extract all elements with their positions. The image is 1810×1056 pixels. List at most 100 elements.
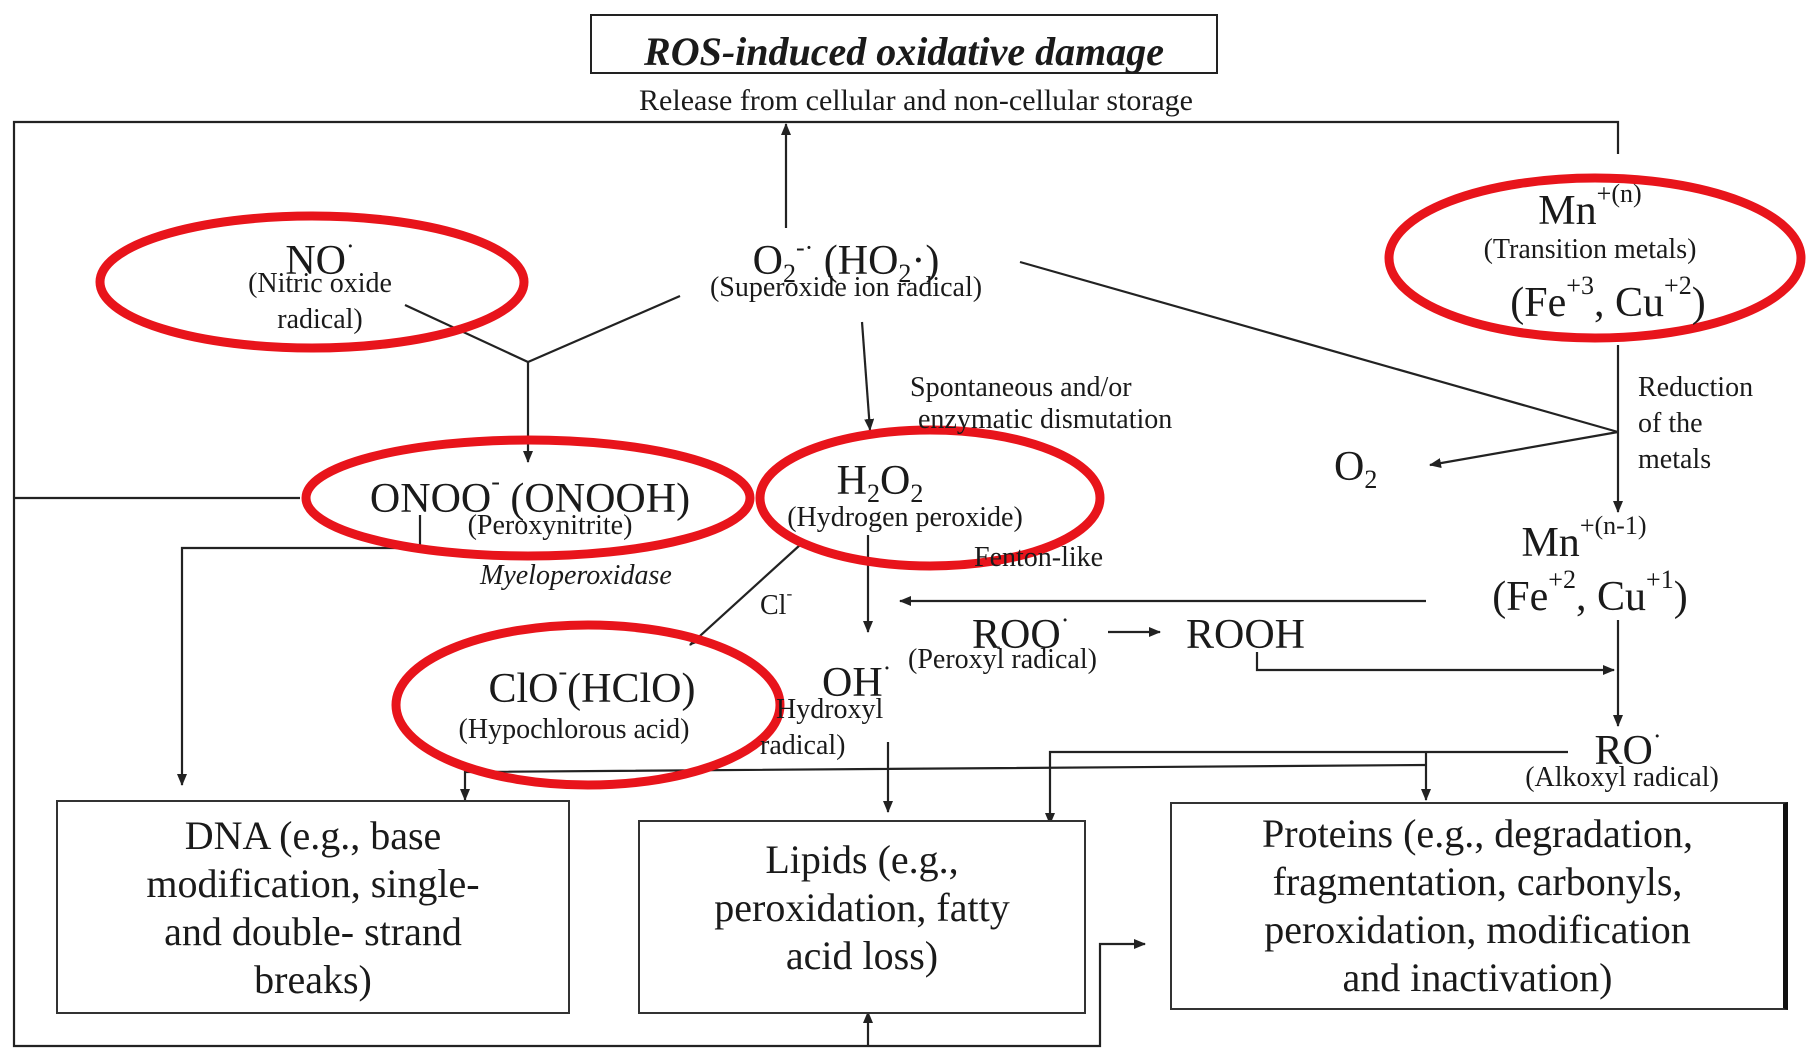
rooh-formula: ROOH <box>1186 612 1306 658</box>
h2o2-name: (Hydrogen peroxide) <box>787 502 1023 533</box>
mn-n-close: ) <box>1691 280 1706 326</box>
loop-left-line <box>12 498 1146 1048</box>
mn-n1-close: ) <box>1673 574 1688 620</box>
reduction-line1: Reduction <box>1638 372 1754 403</box>
hydroxyl-name-line1: Hydroxyl <box>776 694 884 725</box>
chloride-text: Cl <box>760 590 787 621</box>
mn-n1-sup: +(n-1) <box>1579 510 1647 540</box>
hydroxyl-formula: OH· <box>822 655 891 706</box>
peroxyl-text: ROO <box>972 612 1061 658</box>
chloride-sup: - <box>786 584 793 604</box>
h2o2-formula: H2O2 <box>836 458 924 507</box>
mn-n-cu: , Cu <box>1593 280 1665 326</box>
alkoxyl-formula: RO· <box>1594 723 1661 774</box>
o2-o: O <box>1334 444 1365 490</box>
diagram-title: ROS-induced oxidative damage <box>644 29 1164 74</box>
dismutation-line1: Spontaneous and/or <box>910 372 1132 403</box>
peroxynitrite-text: ONOO <box>369 476 492 522</box>
release-label: Release from cellular and non-cellular s… <box>639 84 1193 117</box>
mn-n1-cu: , Cu <box>1575 574 1647 620</box>
h2o2-o: O <box>880 458 911 504</box>
mn-n1-fe-charge: +2 <box>1548 564 1576 594</box>
h2o2-sub1: 2 <box>867 479 880 508</box>
hypochlorous-name: (Hypochlorous acid) <box>458 714 690 745</box>
hydroxyl-name-line2: radical) <box>760 730 846 761</box>
fenton-label: Fenton-like <box>974 542 1104 573</box>
peroxyl-sup: · <box>1060 605 1070 635</box>
highlight-h2o2 <box>755 425 1105 571</box>
dna-line: DNA (e.g., base <box>184 813 442 858</box>
mn-n-text: Mn <box>1538 188 1597 234</box>
no-name-line2: radical) <box>277 304 363 335</box>
proteins-line: Proteins (e.g., degradation, <box>1262 811 1693 856</box>
dismutation-line2: enzymatic dismutation <box>918 404 1173 435</box>
onoo-to-dna-line <box>177 515 422 786</box>
mn-n-fe: (Fe <box>1510 280 1567 326</box>
peroxynitrite-formula: ONOO- (ONOOH) <box>369 468 690 522</box>
dna-line: modification, single- <box>146 861 480 906</box>
lipids-line: peroxidation, fatty <box>714 885 1010 930</box>
dna-text: DNA (e.g., base modification, single- an… <box>58 812 568 1004</box>
proteins-text: Proteins (e.g., degradation, fragmentati… <box>1172 810 1783 1002</box>
lipids-line: Lipids (e.g., <box>765 837 959 882</box>
hydroxyl-text: OH <box>822 660 883 706</box>
mn-n1-cu-charge: +1 <box>1646 564 1674 594</box>
superoxide-alt: (HO <box>823 238 899 284</box>
mn-n-formula: Mn+(n) <box>1538 180 1641 234</box>
hypochlorous-alt: (HClO) <box>567 666 696 712</box>
highlight-hypochlorous <box>391 620 785 790</box>
superoxide-alt-end: ·) <box>911 238 940 284</box>
reduction-line3: metals <box>1638 444 1712 475</box>
proteins-line: peroxidation, modification <box>1264 907 1691 952</box>
hypochlorous-text: ClO <box>488 666 559 712</box>
no-sup: · <box>346 231 355 261</box>
highlight-peroxynitrite <box>301 435 755 561</box>
title-box: ROS-induced oxidative damage <box>590 14 1218 74</box>
mn-n-name: (Transition metals) <box>1483 234 1697 265</box>
alkoxyl-text: RO <box>1594 728 1653 774</box>
superoxide-branch <box>527 294 681 364</box>
chloride-label: Cl- <box>760 585 792 621</box>
hypochlorous-formula: ClO-(HClO) <box>488 658 696 712</box>
mn-n1-fe: (Fe <box>1492 574 1549 620</box>
mn-n-fe-charge: +3 <box>1566 270 1594 300</box>
ro-to-dna-line <box>460 763 1427 801</box>
peroxynitrite-name: (Peroxynitrite) <box>467 510 633 541</box>
no-text: NO <box>285 238 346 284</box>
proteins-box: Proteins (e.g., degradation, fragmentati… <box>1170 802 1788 1010</box>
alkoxyl-name: (Alkoxyl radical) <box>1525 762 1719 793</box>
lipids-line: acid loss) <box>785 933 939 978</box>
peroxyl-name: (Peroxyl radical) <box>908 644 1097 675</box>
no-branch <box>404 304 529 363</box>
hypochlorous-sup: - <box>558 656 568 686</box>
reduction-line2: of the <box>1638 408 1703 439</box>
dismutation-arrow <box>860 321 875 431</box>
lipids-box: Lipids (e.g., peroxidation, fatty acid l… <box>638 820 1086 1014</box>
no-name-line1: (Nitric oxide <box>248 268 392 299</box>
mn-n-sup: +(n) <box>1596 178 1642 208</box>
mn-n1-ions: (Fe+2, Cu+1) <box>1492 566 1688 620</box>
metal-to-o2-arrow <box>1429 430 1619 469</box>
mn-n1-text: Mn <box>1521 520 1580 566</box>
h2o2-h: H <box>836 458 867 504</box>
superoxide-alt-sub: 2 <box>898 259 912 288</box>
lipids-text: Lipids (e.g., peroxidation, fatty acid l… <box>640 836 1084 980</box>
peroxyl-formula: ROO· <box>972 607 1069 658</box>
alkoxyl-sup: · <box>1652 721 1662 751</box>
superoxide-o: O <box>752 238 783 284</box>
superoxide-sub: 2 <box>782 259 796 288</box>
rooh-to-line-arrow <box>1255 652 1615 675</box>
superoxide-to-metal-line <box>1019 260 1619 434</box>
no-formula: NO· <box>285 233 354 284</box>
highlight-no <box>95 211 529 353</box>
dna-line: and double- strand <box>164 909 462 954</box>
dna-line: breaks) <box>254 957 372 1002</box>
proteins-line: and inactivation) <box>1342 955 1613 1000</box>
h2o2-to-hclo-arrow <box>689 544 801 646</box>
o2-formula: O2 <box>1334 444 1377 493</box>
o2-sub: 2 <box>1364 465 1378 494</box>
hydroxyl-sup: · <box>882 653 892 683</box>
proteins-line: fragmentation, carbonyls, <box>1272 859 1683 904</box>
